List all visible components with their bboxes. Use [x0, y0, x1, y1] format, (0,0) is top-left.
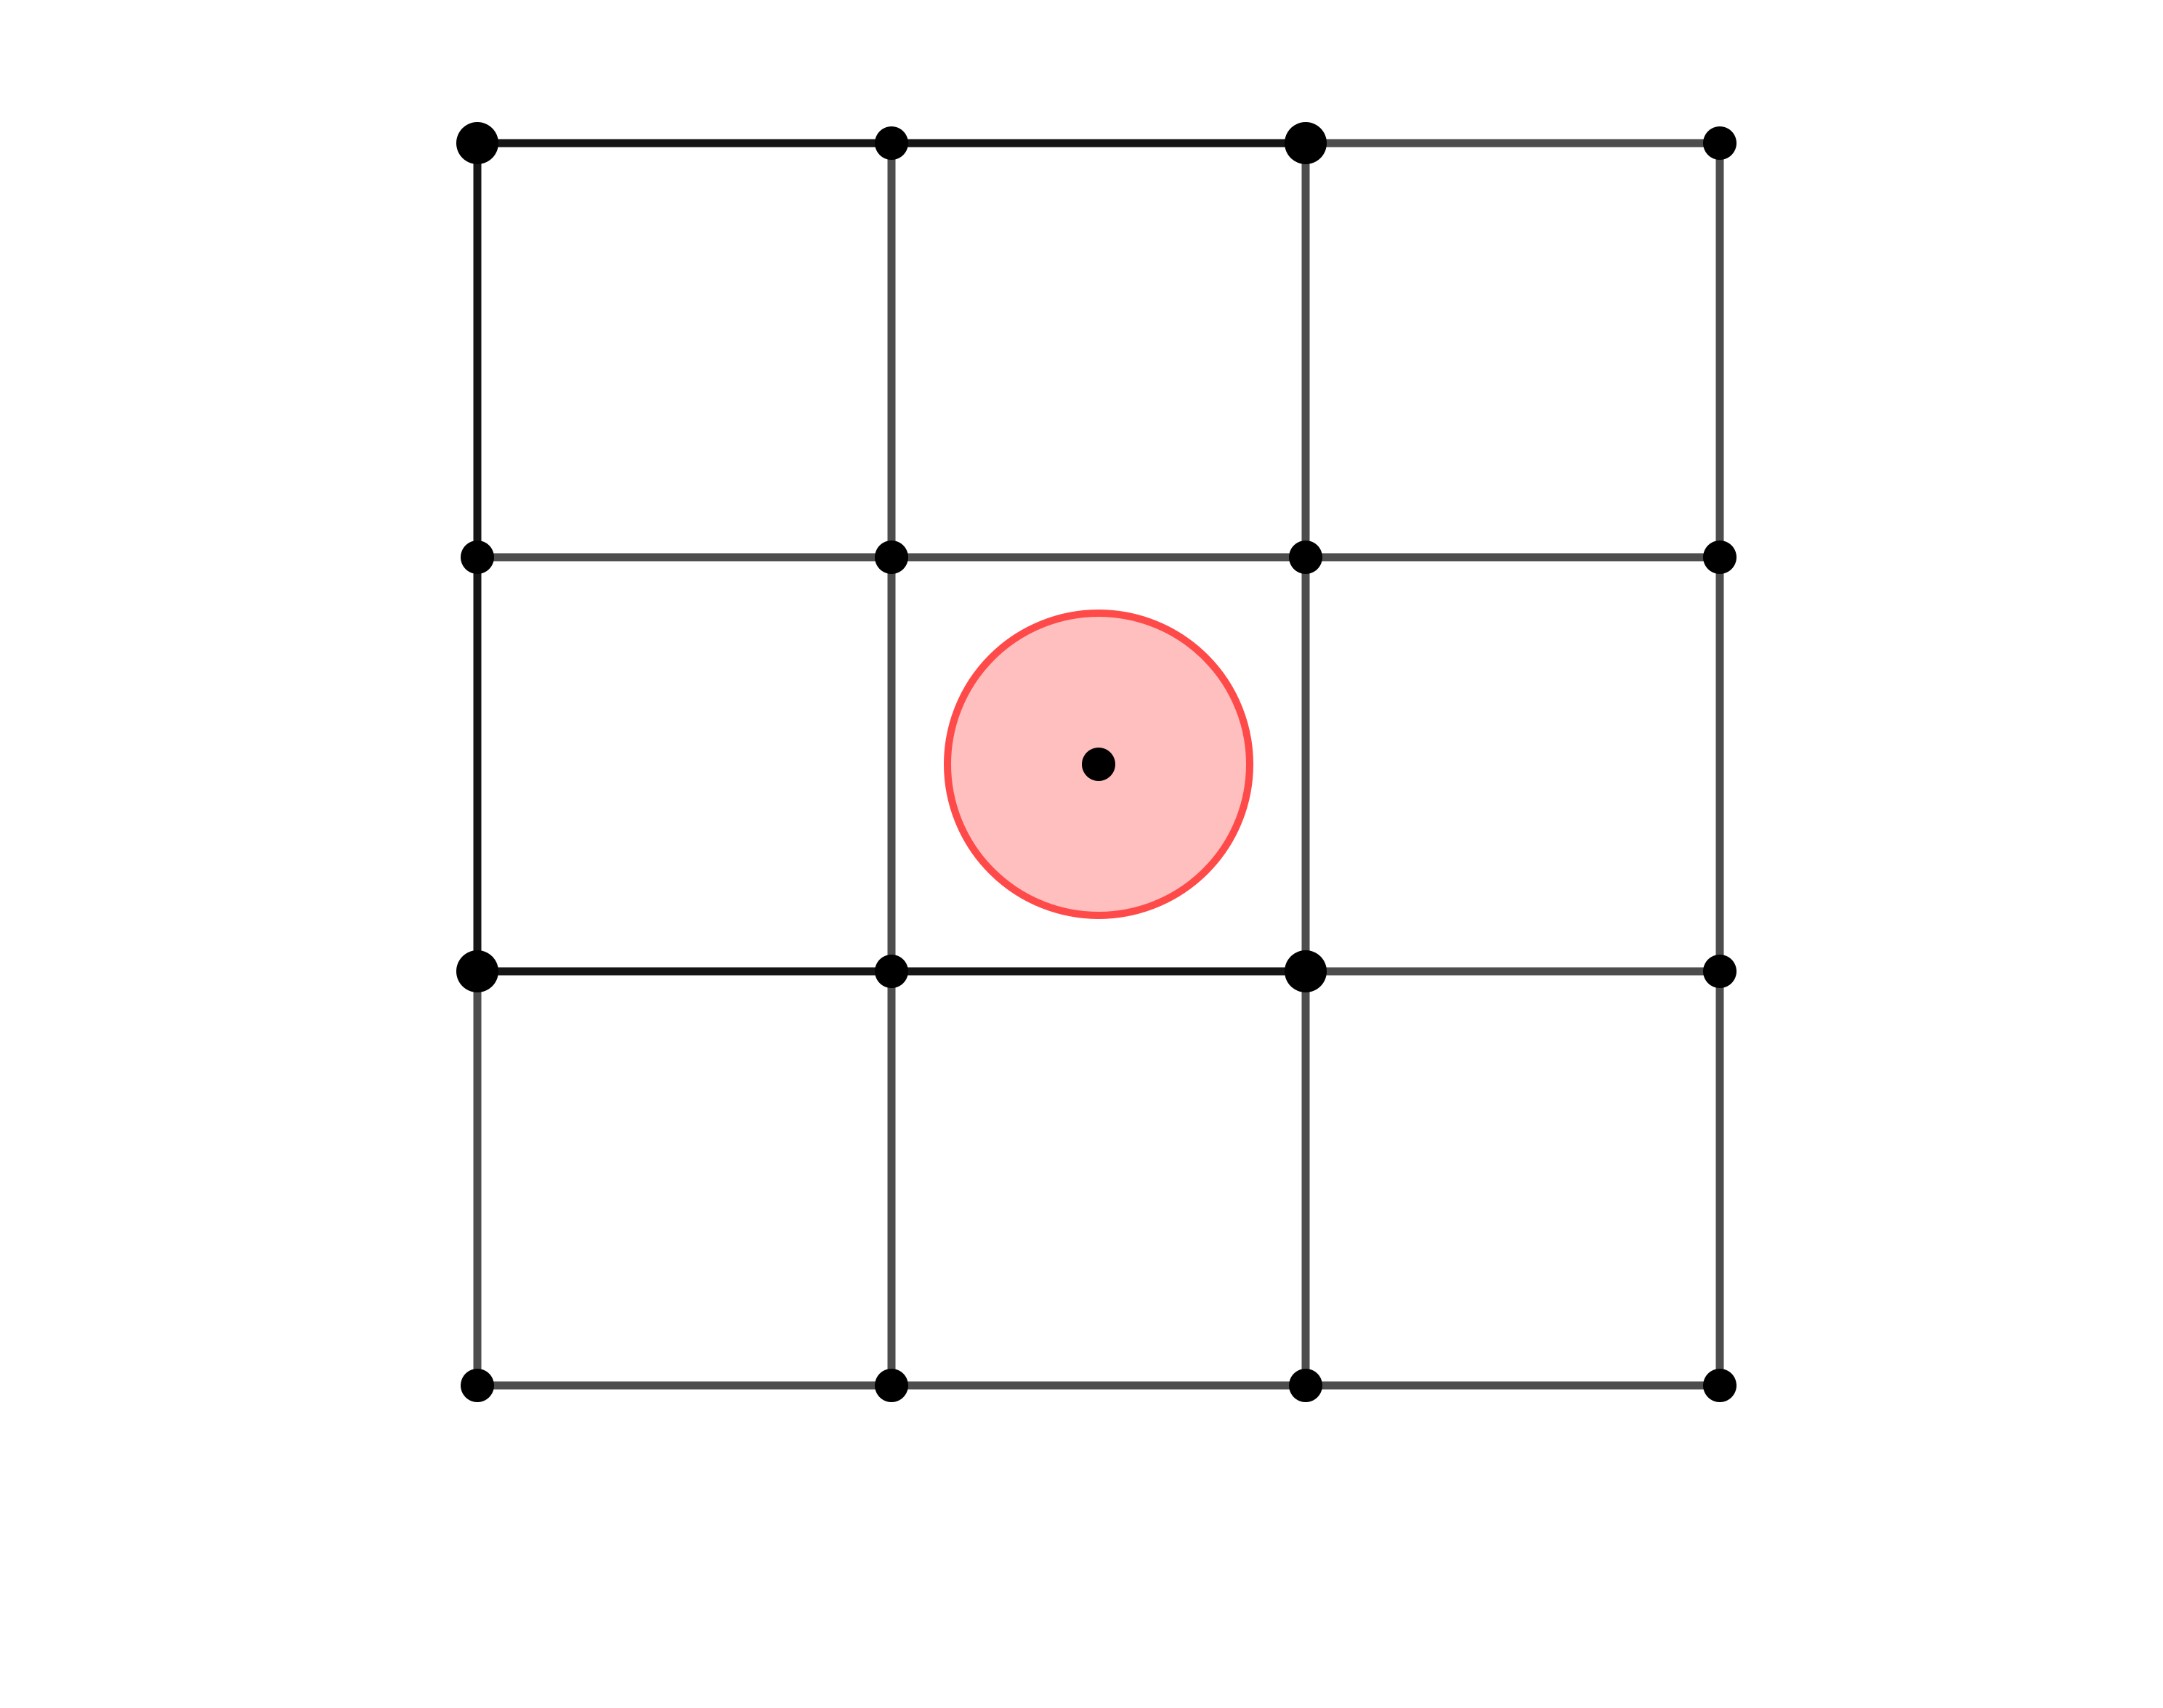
grid-node-1-2	[875, 955, 908, 988]
highlight-layer	[944, 610, 1253, 919]
grid-node-3-2	[1703, 955, 1737, 988]
grid-node-2-3	[1289, 1369, 1322, 1402]
grid-node-0-2	[456, 950, 498, 992]
grid-node-2-0	[1285, 122, 1327, 164]
grid-node-1-0	[875, 126, 908, 160]
grid-node-3-1	[1703, 541, 1737, 574]
grid-node-1-1	[875, 541, 908, 574]
grid-node-0-3	[461, 1369, 494, 1402]
grid-node-0-1	[461, 541, 494, 574]
grid-node-0-0	[456, 122, 498, 164]
grid-node-3-0	[1703, 126, 1737, 160]
highlight-center-dot	[1082, 748, 1115, 781]
grid-node-1-3	[875, 1369, 908, 1402]
grid-node-2-2	[1285, 950, 1327, 992]
edges-layer	[473, 139, 1724, 1390]
grid-node-3-3	[1703, 1369, 1737, 1402]
grid-node-2-1	[1289, 541, 1322, 574]
nodes-layer	[456, 122, 1737, 1402]
